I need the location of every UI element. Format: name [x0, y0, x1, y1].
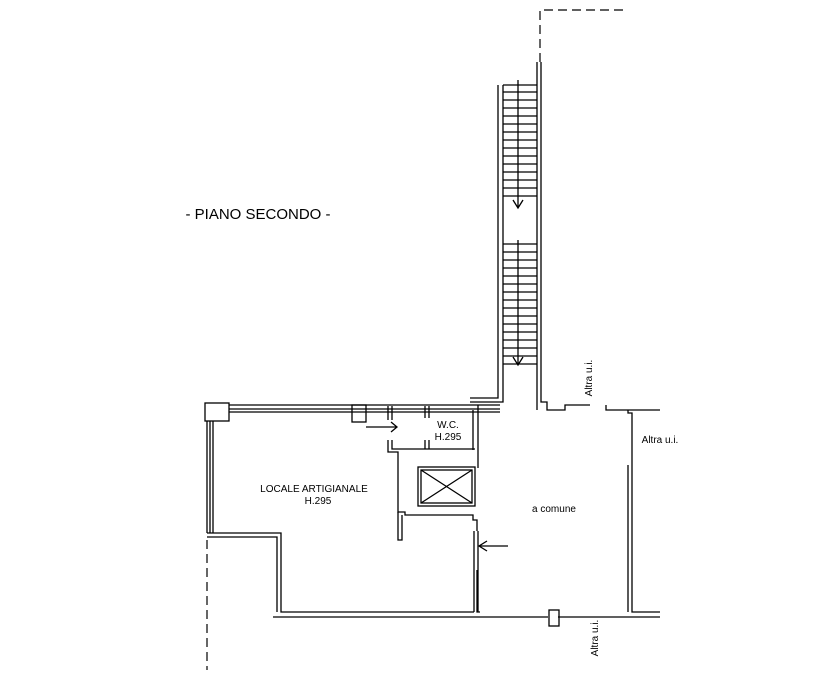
boundary-dashed-lines	[206, 9, 628, 670]
plan-title: - PIANO SECONDO -	[185, 206, 330, 223]
label-other-unit-right: Altra u.i.	[642, 435, 679, 446]
room-label-main: LOCALE ARTIGIANALE	[260, 484, 368, 495]
room-height-wc: H.295	[435, 432, 462, 443]
staircase	[470, 62, 590, 411]
room-label-common: a comune	[532, 504, 576, 515]
room-label-wc: W.C.	[437, 420, 459, 431]
room-height-main: H.295	[305, 496, 332, 507]
walls	[204, 402, 660, 627]
label-other-unit-top: Altra u.i.	[584, 360, 595, 397]
label-other-unit-bottom: Altra u.i.	[590, 620, 601, 657]
